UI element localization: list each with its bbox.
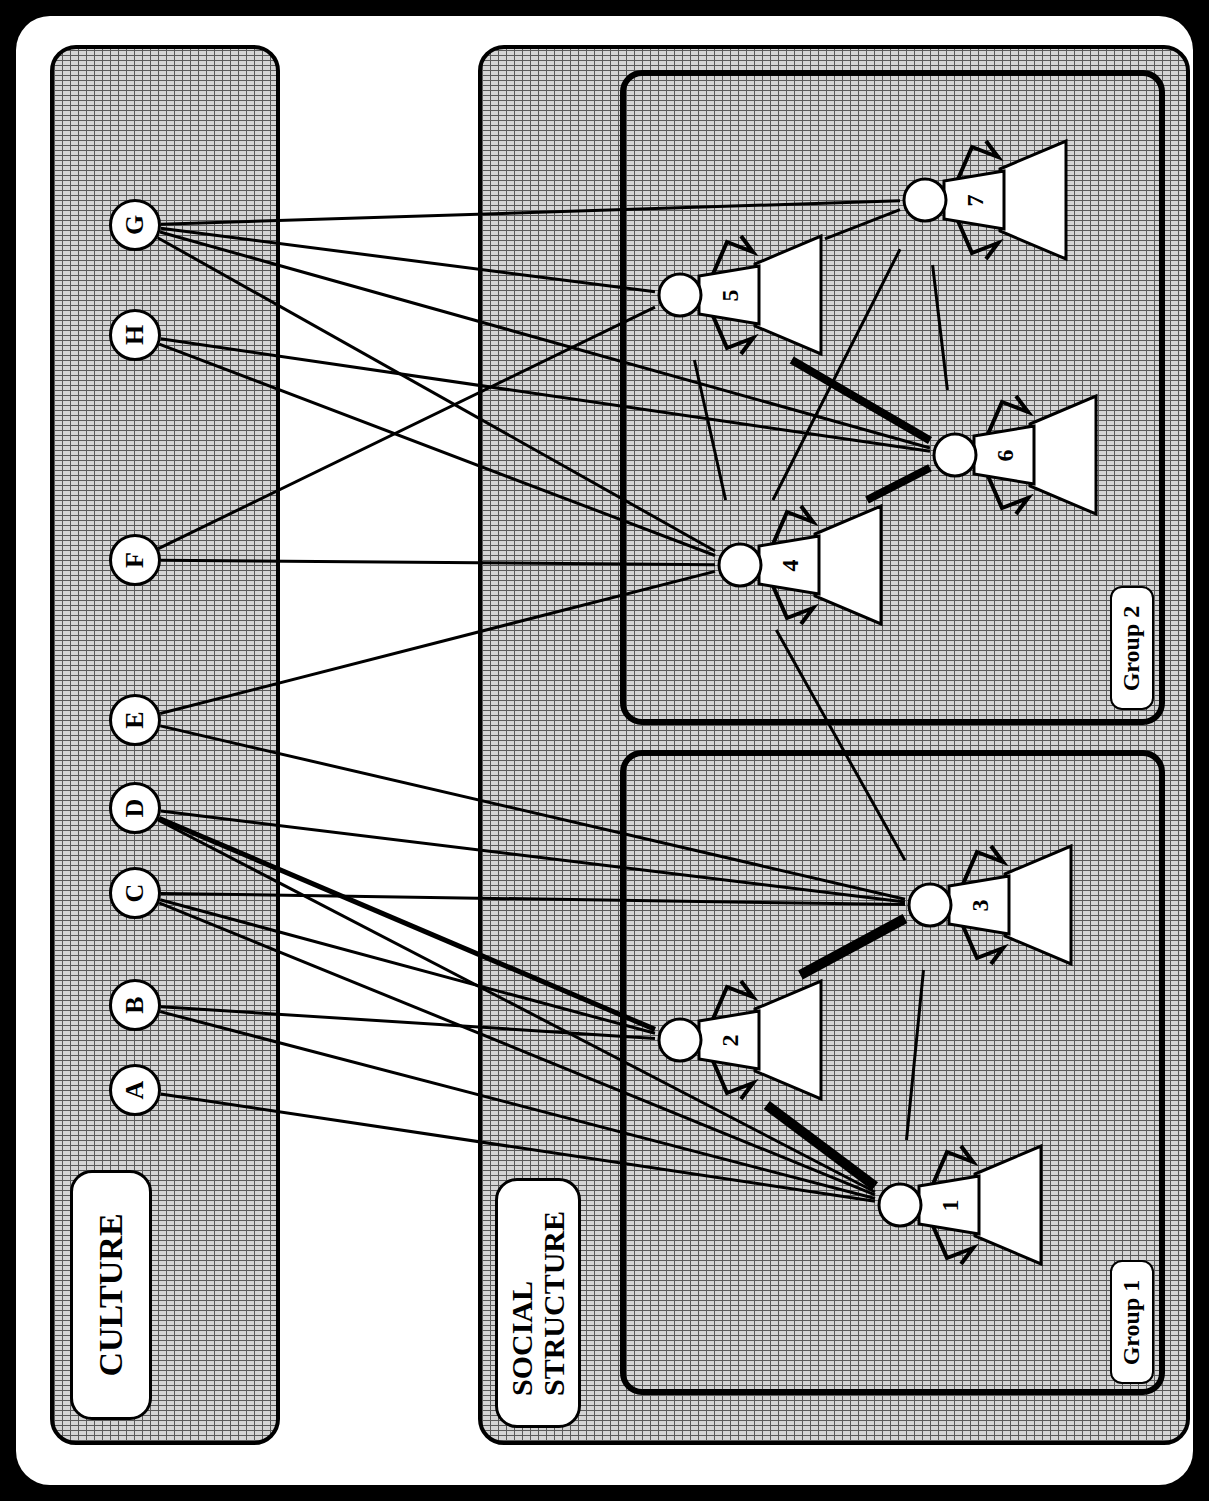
link-line — [767, 1105, 875, 1186]
link-line — [160, 900, 655, 1034]
link-line — [907, 970, 924, 1140]
element-letter: F — [120, 552, 150, 568]
link-line — [160, 1012, 875, 1199]
element-letter: H — [120, 325, 150, 345]
link-line — [867, 468, 930, 500]
link-line — [161, 1007, 655, 1039]
culture-element: H — [109, 309, 161, 361]
element-letter: C — [120, 884, 150, 903]
person-number: 2 — [717, 1034, 744, 1046]
link-line — [800, 919, 905, 976]
culture-element: B — [109, 979, 161, 1031]
group-box: Group 2 4 5 6 7 — [620, 70, 1165, 725]
culture-element: D — [109, 782, 161, 834]
person-number: 7 — [962, 194, 989, 206]
person-figure: 4 — [715, 500, 885, 630]
person-number: 6 — [992, 449, 1019, 461]
region-band: SOCIAL STRUCTURE Group 1 1 2 3 Group 2 4 5 6 7 — [478, 45, 1190, 1445]
link-line — [159, 818, 655, 1029]
link-line — [160, 232, 930, 448]
link-line — [158, 820, 875, 1192]
link-line — [158, 238, 715, 551]
link-line — [161, 560, 715, 565]
link-line — [159, 344, 715, 555]
number-holder: 6 — [982, 434, 1028, 476]
link-line — [792, 360, 930, 441]
person-figure: 7 — [900, 135, 1070, 265]
element-letter: A — [120, 1081, 150, 1100]
link-line — [694, 360, 725, 500]
band-title: SOCIAL STRUCTURE — [507, 1210, 570, 1395]
culture-element: F — [109, 534, 161, 586]
culture-element: C — [109, 867, 161, 919]
person-number: 5 — [717, 289, 744, 301]
element-letter: D — [120, 799, 150, 818]
band-label-box: CULTURE — [70, 1170, 152, 1420]
element-letter: B — [120, 996, 150, 1013]
person-figure: 2 — [655, 975, 825, 1105]
link-line — [161, 893, 905, 904]
band-label-box: SOCIAL STRUCTURE — [495, 1178, 581, 1428]
link-line — [776, 630, 905, 860]
person-number: 1 — [937, 1199, 964, 1211]
group-label-box: Group 1 — [1110, 1260, 1154, 1384]
link-line — [160, 726, 905, 899]
link-line — [161, 1094, 875, 1201]
region-band: CULTURE A B C D E F H G — [50, 45, 280, 1445]
number-holder: 4 — [767, 544, 813, 586]
person-figure: 5 — [655, 230, 825, 360]
person-number: 4 — [777, 559, 804, 571]
link-line — [159, 903, 875, 1195]
culture-element: A — [109, 1064, 161, 1116]
number-holder: 7 — [952, 179, 998, 221]
culture-element: E — [109, 694, 161, 746]
group-box: Group 1 1 2 3 — [620, 750, 1165, 1395]
number-holder: 3 — [957, 884, 1003, 926]
number-holder: 5 — [707, 274, 753, 316]
person-figure: 1 — [875, 1140, 1045, 1270]
element-letter: G — [120, 215, 150, 235]
band-title: CULTURE — [92, 1213, 130, 1376]
element-letter: E — [120, 711, 150, 728]
link-line — [161, 201, 900, 224]
link-line — [160, 571, 715, 713]
link-line — [161, 339, 930, 452]
group-title: Group 1 — [1119, 1279, 1146, 1365]
group-title: Group 2 — [1119, 605, 1146, 691]
link-line — [773, 249, 900, 500]
group-label-box: Group 2 — [1110, 586, 1154, 710]
link-line — [933, 265, 948, 390]
person-number: 3 — [967, 899, 994, 911]
person-figure: 3 — [905, 840, 1075, 970]
link-line — [158, 307, 655, 548]
number-holder: 2 — [707, 1019, 753, 1061]
number-holder: 1 — [927, 1184, 973, 1226]
person-figure: 6 — [930, 390, 1100, 520]
link-line — [161, 811, 905, 902]
link-line — [161, 228, 655, 291]
culture-element: G — [109, 199, 161, 251]
link-line — [825, 210, 900, 239]
